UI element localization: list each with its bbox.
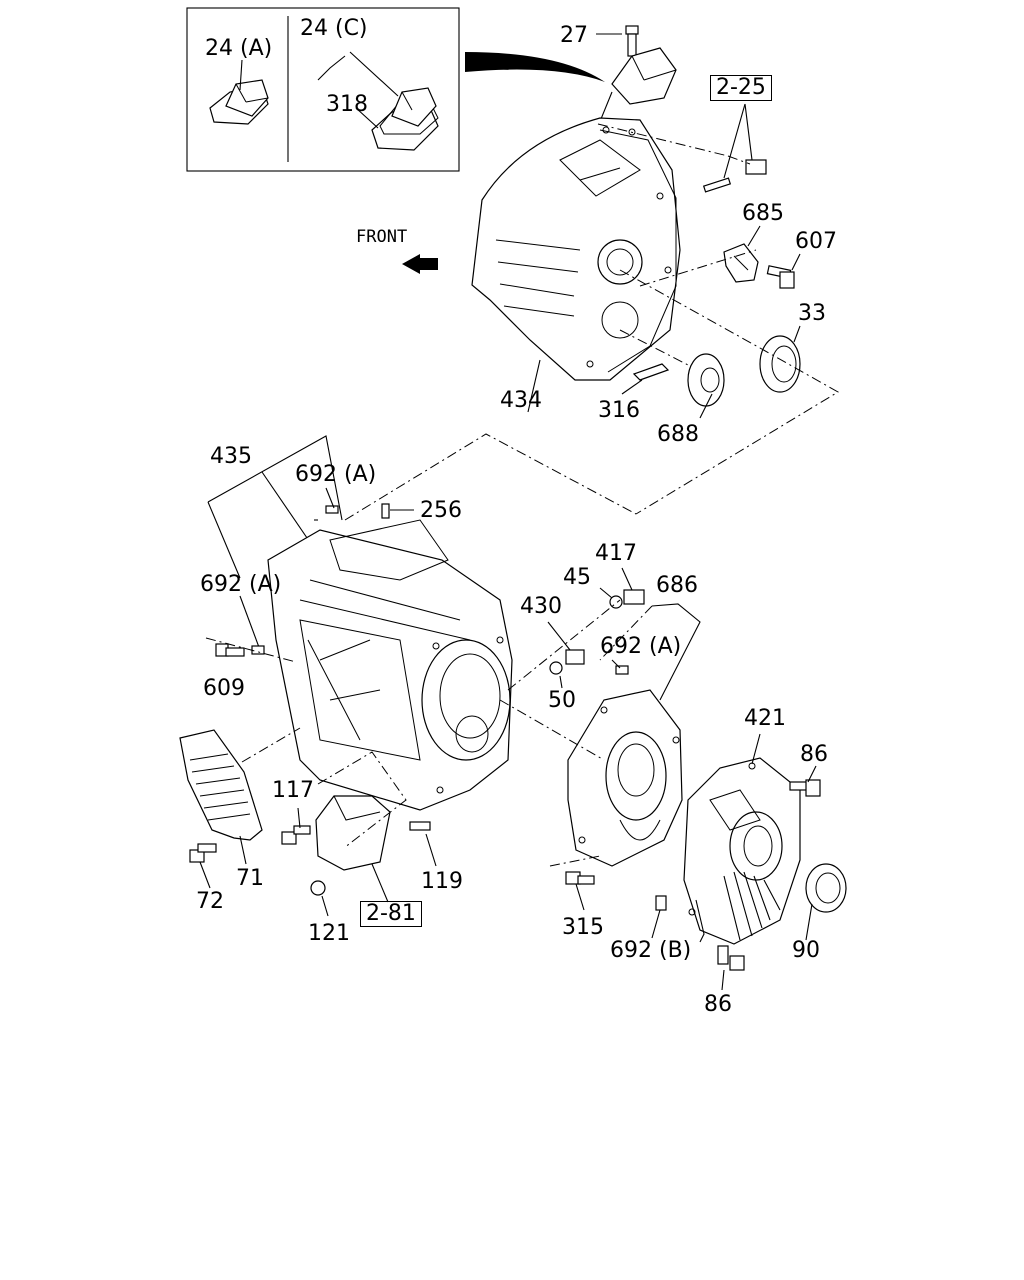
label-688: 688 — [657, 422, 699, 447]
label-692b: 692 (B) — [610, 938, 692, 963]
small-cover-2-81-drawing — [315, 795, 391, 871]
label-417: 417 — [595, 541, 637, 566]
cover-24c-drawing — [371, 87, 439, 151]
label-45: 45 — [563, 565, 591, 590]
label-685: 685 — [742, 201, 784, 226]
label-86-lower: 86 — [704, 992, 732, 1017]
label-434: 434 — [500, 388, 542, 413]
stud-119-drawing — [409, 821, 431, 831]
label-421: 421 — [744, 706, 786, 731]
label-316: 316 — [598, 398, 640, 423]
label-692a-top: 692 (A) — [295, 462, 377, 487]
curved-arrow — [465, 52, 605, 82]
label-686: 686 — [656, 573, 698, 598]
label-90: 90 — [792, 938, 820, 963]
label-256: 256 — [420, 498, 462, 523]
bolt-117-drawing — [281, 825, 311, 845]
label-117: 117 — [272, 778, 314, 803]
plug-417-drawing — [623, 589, 645, 605]
label-607: 607 — [795, 229, 837, 254]
cover-top-drawing — [611, 47, 677, 105]
label-33: 33 — [798, 301, 826, 326]
side-cover-71-drawing — [179, 729, 263, 841]
label-692a-left: 692 (A) — [200, 572, 282, 597]
intermediate-plate-686-drawing — [567, 689, 683, 867]
pin-692a-1-drawing — [325, 505, 339, 514]
label-71: 71 — [236, 866, 264, 891]
label-121: 121 — [308, 921, 350, 946]
front-label: FRONT — [356, 227, 408, 247]
bolt-27-drawing — [596, 25, 639, 57]
bolt-86-upper-drawing — [789, 779, 821, 797]
pin-692b-drawing — [655, 895, 667, 911]
label-50: 50 — [548, 688, 576, 713]
bolt-72-drawing — [189, 843, 217, 863]
pin-256-drawing — [381, 503, 390, 519]
label-24a: 24 (A) — [205, 36, 273, 61]
label-609: 609 — [203, 676, 245, 701]
label-119: 119 — [421, 869, 463, 894]
label-318: 318 — [326, 92, 368, 117]
bracket-685-drawing — [723, 243, 759, 283]
bolt-pair-2-25-drawing — [597, 103, 767, 193]
label-86-upper: 86 — [800, 742, 828, 767]
label-27: 27 — [560, 23, 588, 48]
label-72: 72 — [196, 889, 224, 914]
label-315: 315 — [562, 915, 604, 940]
seal-33-drawing — [759, 335, 801, 393]
label-692a-right: 692 (A) — [600, 634, 682, 659]
cover-24a-drawing — [209, 79, 269, 125]
pin-692a-3-drawing — [615, 665, 629, 675]
rear-cover-421-drawing — [683, 757, 801, 945]
bolt-86-lower-drawing — [717, 945, 745, 971]
ref-2-25[interactable]: 2-25 — [710, 75, 772, 101]
plug-430-drawing — [565, 649, 585, 665]
ref-2-81[interactable]: 2-81 — [360, 901, 422, 927]
pin-692a-2-drawing — [251, 645, 265, 655]
front-arrow — [402, 254, 438, 274]
label-24c: 24 (C) — [300, 16, 368, 41]
variant-inset-box — [186, 7, 460, 172]
label-435: 435 — [210, 444, 252, 469]
washer-50-drawing — [549, 661, 563, 675]
label-430: 430 — [520, 594, 562, 619]
bolt-315-drawing — [565, 871, 595, 885]
bolt-607-drawing — [766, 265, 795, 289]
clutch-housing-434-drawing — [471, 117, 681, 381]
nut-121-drawing — [310, 880, 326, 896]
bolt-609-drawing — [215, 643, 245, 657]
bearing-688-drawing — [687, 353, 725, 407]
seal-90-drawing — [805, 863, 847, 913]
transmission-case-435-drawing — [267, 519, 513, 811]
key-316-drawing — [632, 363, 670, 381]
